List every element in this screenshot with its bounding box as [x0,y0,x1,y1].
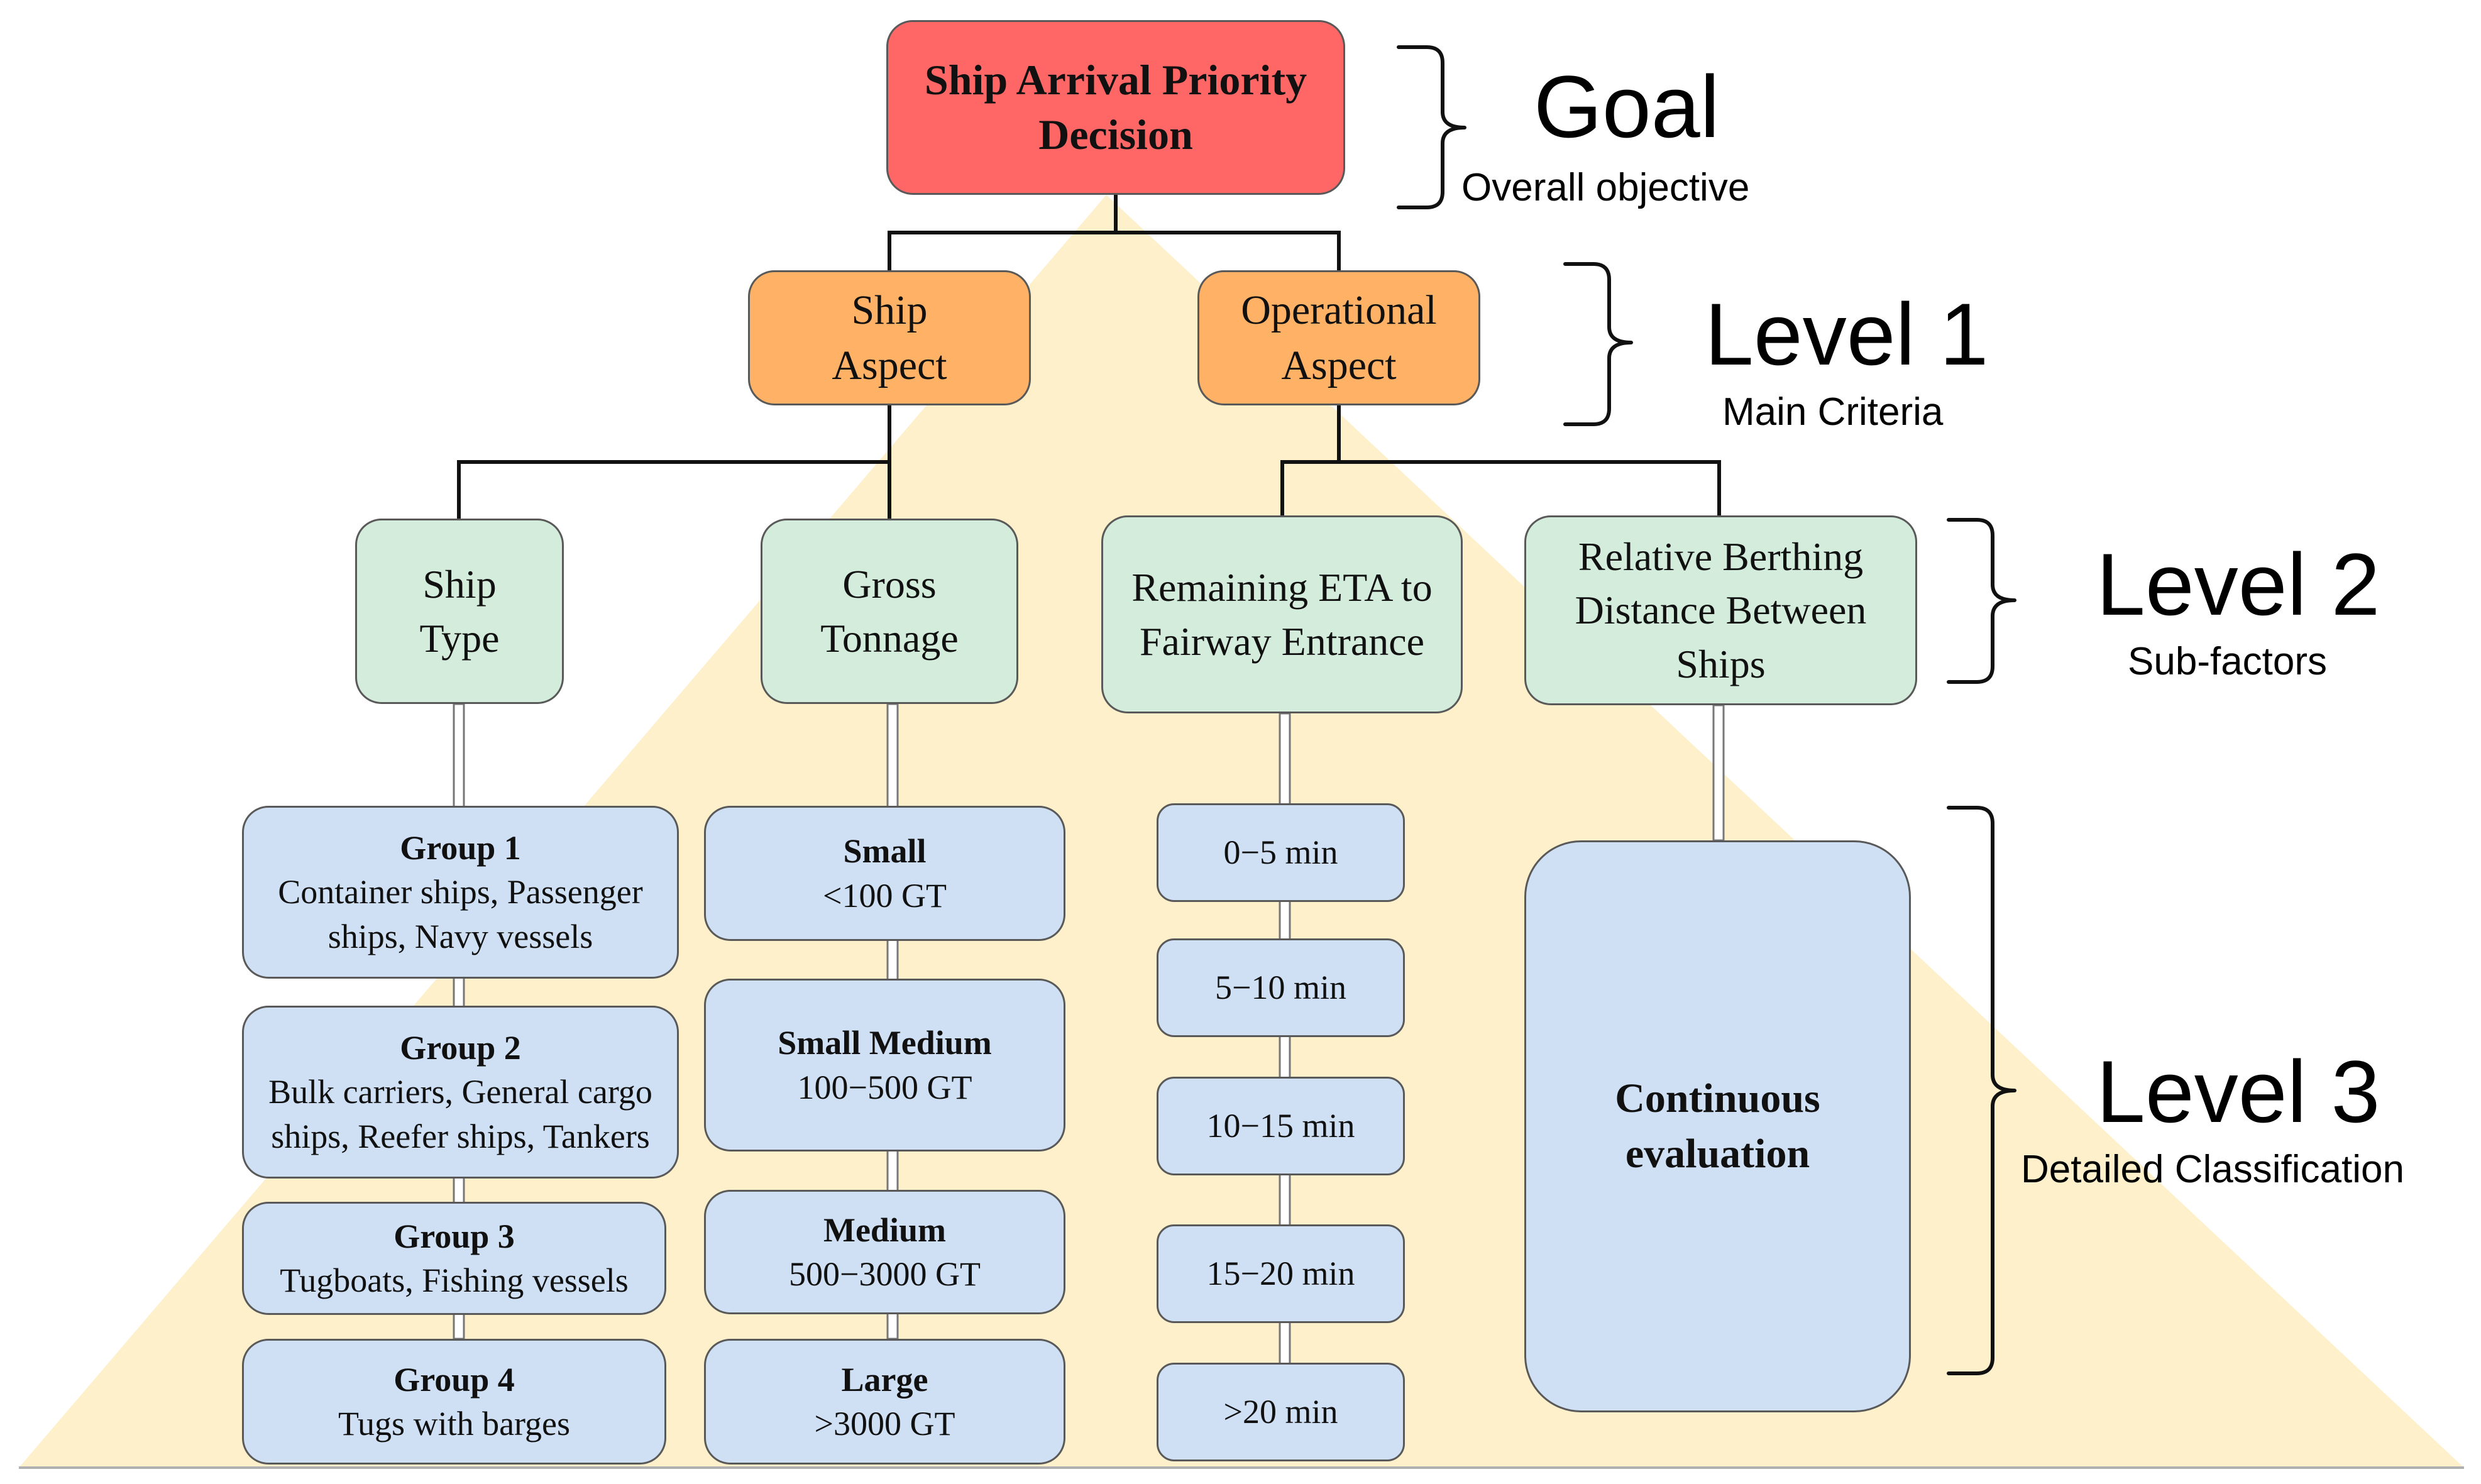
group-3-line1: Tugboats, Fishing vessels [280,1261,629,1299]
goal-label-subtitle: Overall objective [1461,166,1750,209]
ship-type-line2: Type [419,615,500,661]
tonnage-medium-node: Medium 500−3000 GT [704,1190,1065,1314]
group-3-title: Group 3 [393,1217,515,1255]
relative-berthing-line2: Distance Between [1575,588,1867,633]
continuous-line1: Continuous [1615,1075,1820,1122]
tonnage-small-range: <100 GT [823,876,947,915]
group-4-node: Group 4 Tugs with barges [242,1339,666,1465]
level2-label-title: Level 2 [2096,535,2380,634]
relative-berthing-line3: Ships [1676,641,1766,686]
relative-berthing-node: Relative Berthing Distance Between Ships [1524,515,1917,705]
level1-label-subtitle: Main Criteria [1722,390,1944,434]
operational-aspect-connector [1280,405,1721,515]
group-1-line1: Container ships, Passenger [278,873,643,911]
tonnage-medium-range: 500−3000 GT [789,1255,981,1293]
tonnage-small-node: Small <100 GT [704,806,1065,941]
relative-berthing-stem [1712,704,1725,842]
brace-level2 [1947,518,2016,684]
group-1-title: Group 1 [400,829,521,867]
tonnage-large-title: Large [841,1360,928,1399]
ship-type-line1: Ship [422,562,497,607]
goal-node: Ship Arrival Priority Decision [886,20,1345,195]
goal-connector [888,195,1341,270]
eta-range-5-10-label: 5−10 min [1215,969,1346,1007]
gross-tonnage-line2: Tonnage [820,615,959,661]
group-2-line1: Bulk carriers, General cargo [268,1073,652,1111]
level1-label-title: Level 1 [1705,285,1989,383]
tonnage-small-medium-node: Small Medium 100−500 GT [704,979,1065,1151]
operational-aspect-line2: Aspect [1281,342,1397,388]
eta-range-10-15: 10−15 min [1157,1077,1405,1175]
gross-tonnage-line1: Gross [842,562,937,607]
eta-range-over-20-label: >20 min [1223,1393,1338,1431]
tonnage-small-title: Small [843,832,927,871]
eta-range-0-5-label: 0−5 min [1223,833,1338,872]
tonnage-small-medium-range: 100−500 GT [797,1068,972,1106]
group-1-line2: ships, Navy vessels [327,917,593,955]
gross-tonnage-node: Gross Tonnage [761,519,1018,704]
group-3-node: Group 3 Tugboats, Fishing vessels [242,1202,666,1315]
group-2-node: Group 2 Bulk carriers, General cargo shi… [242,1006,679,1179]
group-4-title: Group 4 [393,1360,515,1399]
level3-label-title: Level 3 [2096,1042,2380,1141]
tonnage-medium-title: Medium [823,1211,946,1249]
operational-aspect-line1: Operational [1241,287,1437,333]
remaining-eta-line2: Fairway Entrance [1139,618,1425,664]
group-1-node: Group 1 Container ships, Passenger ships… [242,806,679,979]
tonnage-small-medium-title: Small Medium [778,1024,992,1062]
eta-range-over-20: >20 min [1157,1363,1405,1461]
goal-line1: Ship Arrival Priority [924,55,1307,104]
operational-aspect-node: Operational Aspect [1197,270,1480,405]
group-4-line1: Tugs with barges [338,1405,571,1443]
ship-type-node: Ship Type [355,519,564,704]
tonnage-large-range: >3000 GT [814,1405,955,1443]
ship-aspect-node: Ship Aspect [748,270,1031,405]
remaining-eta-node: Remaining ETA to Fairway Entrance [1101,515,1463,713]
eta-range-15-20: 15−20 min [1157,1224,1405,1323]
ship-aspect-connector [457,405,891,519]
brace-goal [1397,45,1466,209]
goal-label-title: Goal [1534,57,1720,156]
ship-aspect-line1: Ship [851,287,928,333]
group-2-line2: ships, Reefer ships, Tankers [271,1117,650,1155]
eta-range-0-5: 0−5 min [1157,803,1405,902]
level3-label-subtitle: Detailed Classification [2021,1148,2404,1191]
eta-range-10-15-label: 10−15 min [1206,1107,1355,1145]
continuous-evaluation-node: Continuous evaluation [1524,840,1911,1412]
brace-level1 [1563,262,1633,426]
continuous-line2: evaluation [1625,1131,1810,1177]
group-2-title: Group 2 [400,1029,521,1067]
tonnage-large-node: Large >3000 GT [704,1339,1065,1465]
relative-berthing-line1: Relative Berthing [1578,534,1864,580]
level2-label-subtitle: Sub-factors [2128,640,2328,683]
remaining-eta-line1: Remaining ETA to [1131,565,1433,610]
ship-aspect-line2: Aspect [832,342,947,388]
brace-level3 [1947,806,2016,1375]
eta-range-15-20-label: 15−20 min [1206,1255,1355,1293]
eta-range-5-10: 5−10 min [1157,938,1405,1037]
goal-line2: Decision [1038,111,1193,158]
